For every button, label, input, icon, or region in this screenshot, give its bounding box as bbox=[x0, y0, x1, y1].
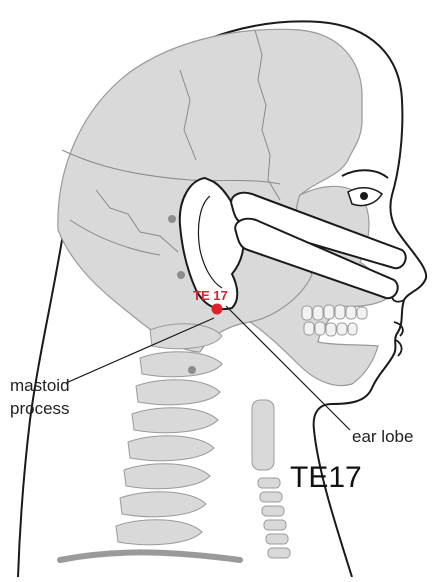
ear-inner bbox=[197, 195, 223, 289]
gray-dot-icon bbox=[188, 366, 196, 374]
reference-points bbox=[168, 215, 196, 374]
diagram-title: TE17 bbox=[290, 461, 362, 494]
mastoid-label-line2: process bbox=[10, 399, 70, 418]
mastoid-leader-line bbox=[65, 317, 215, 384]
acupoint-label: TE 17 bbox=[193, 288, 228, 303]
ear-lobe-label: ear lobe bbox=[352, 427, 413, 446]
cervical-spine bbox=[115, 323, 223, 546]
cranial-sutures bbox=[61, 29, 281, 256]
ear-lobe-leader-line bbox=[225, 305, 351, 431]
trachea bbox=[251, 399, 291, 559]
teeth bbox=[301, 304, 368, 337]
acupoint-red-dot-icon bbox=[211, 303, 223, 315]
gray-dot-icon bbox=[177, 271, 185, 279]
mastoid-label-line1: mastoid bbox=[10, 376, 70, 395]
gray-dot-icon bbox=[168, 215, 176, 223]
eye bbox=[341, 169, 389, 207]
fingers bbox=[230, 191, 407, 300]
clavicle bbox=[57, 549, 243, 563]
